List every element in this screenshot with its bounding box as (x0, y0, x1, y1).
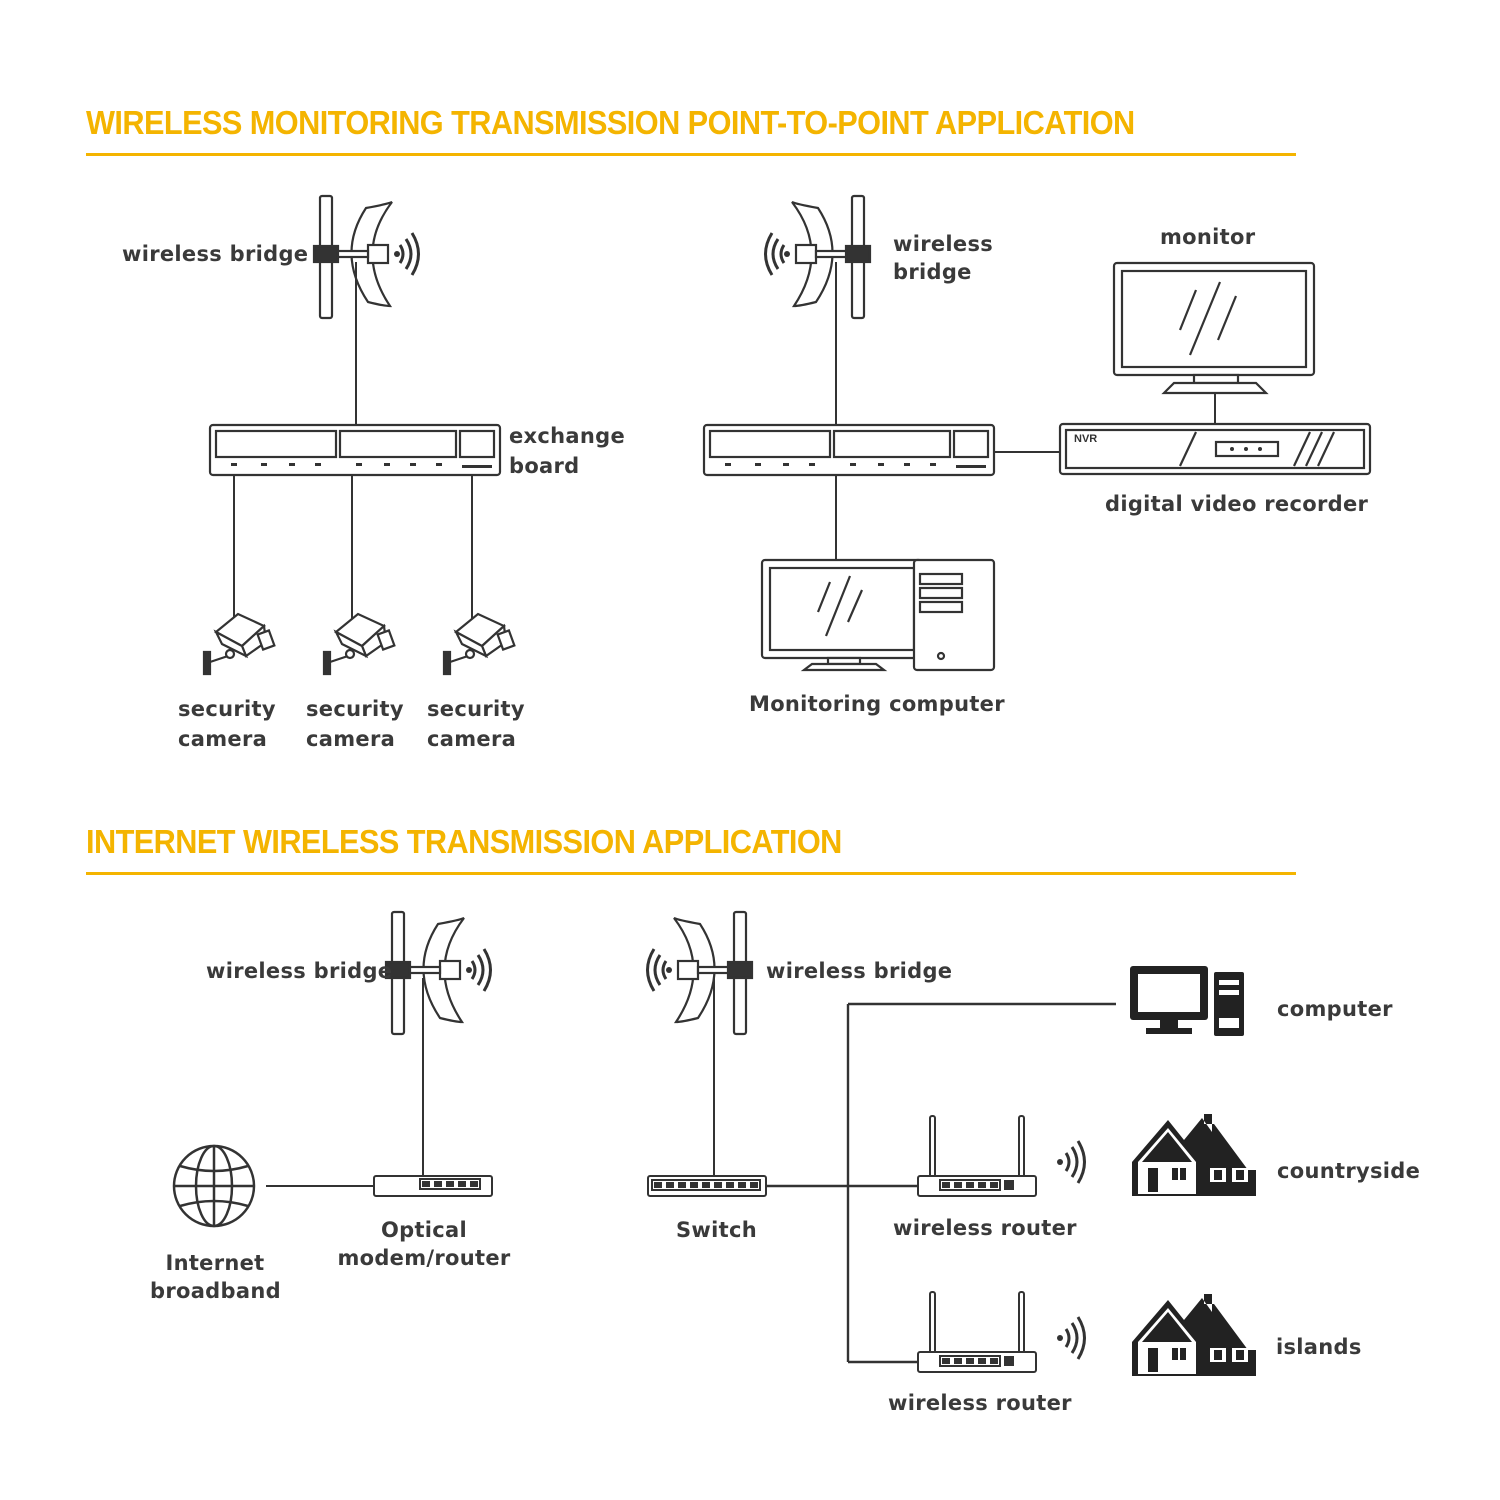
monitoring-computer-label: Monitoring computer (749, 692, 1005, 716)
section2-title: INTERNET WIRELESS TRANSMISSION APPLICATI… (86, 823, 842, 860)
modem-label-2: modem/router (337, 1246, 511, 1270)
monitor-icon (1112, 261, 1316, 395)
s1-camera-icon-3 (442, 612, 516, 676)
camera-label-3b: camera (427, 727, 517, 751)
wireless-router-icon-1 (917, 1115, 1037, 1197)
wifi-waves-icon-2 (1055, 1315, 1086, 1361)
computer-label: computer (1277, 997, 1393, 1021)
s2-left-bridge-label: wireless bridge (206, 959, 393, 983)
monitor-label: monitor (1160, 225, 1256, 249)
s1-right-bridge-label-1: wireless (893, 232, 994, 256)
monitoring-computer-icon (760, 558, 996, 672)
s2-right-wireless-bridge-icon (646, 910, 754, 1036)
nvr-text: NVR (1074, 433, 1097, 445)
s1-camera-icon-2 (322, 612, 396, 676)
switch-label: Switch (676, 1218, 757, 1242)
camera-label-1a: security (178, 697, 276, 721)
section1-divider (86, 153, 1296, 156)
s1-switch-label-2: board (509, 454, 580, 478)
router2-label: wireless router (888, 1391, 1072, 1415)
s1-left-bridge-label: wireless bridge (122, 242, 309, 266)
globe-icon (172, 1144, 256, 1228)
nvr-icon (1058, 422, 1372, 476)
camera-label-3a: security (427, 697, 525, 721)
s1-right-switch-icon (702, 423, 996, 477)
camera-label-2b: camera (306, 727, 396, 751)
s2-left-wireless-bridge-icon (384, 910, 492, 1036)
islands-label: islands (1276, 1335, 1362, 1359)
s2-switch-icon (647, 1175, 767, 1197)
modem-label-1: Optical (380, 1218, 468, 1242)
s1-right-bridge-label-2: bridge (893, 260, 972, 284)
s1-camera-icon-1 (202, 612, 276, 676)
s1-left-wireless-bridge-icon (312, 194, 420, 320)
islands-house-icon (1132, 1294, 1256, 1376)
s2-computer-icon (1130, 966, 1244, 1036)
router1-label: wireless router (893, 1216, 1077, 1240)
wifi-waves-icon-1 (1055, 1139, 1086, 1185)
wireless-router-icon-2 (917, 1291, 1037, 1373)
countryside-label: countryside (1277, 1159, 1421, 1183)
camera-label-2a: security (306, 697, 404, 721)
internet-label-2: broadband (150, 1279, 281, 1303)
recorder-label: digital video recorder (1105, 492, 1369, 516)
section1-title: WIRELESS MONITORING TRANSMISSION POINT-T… (86, 104, 1135, 141)
s1-switch-label-1: exchange (509, 424, 625, 448)
countryside-house-icon (1132, 1114, 1256, 1196)
camera-label-1b: camera (178, 727, 268, 751)
optical-modem-icon (373, 1175, 493, 1197)
s2-right-bridge-label: wireless bridge (766, 959, 953, 983)
internet-label-1: Internet (165, 1251, 265, 1275)
s2-distribution-lines (766, 1002, 1116, 1364)
s1-right-wireless-bridge-icon (764, 194, 872, 320)
s1-left-switch-icon (208, 423, 502, 477)
section2-divider (86, 872, 1296, 875)
